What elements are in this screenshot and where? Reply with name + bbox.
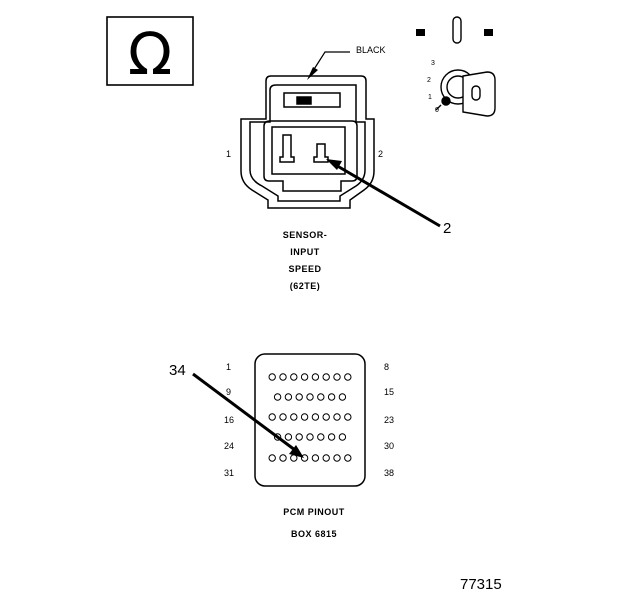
callout-2-arrow [333,162,441,228]
pcm-pin [317,393,325,401]
wire-color-label: BLACK [356,45,386,55]
pcm-caption-line-2: BOX 6815 [290,529,338,539]
wire-leader [310,51,350,75]
pcm-pin [327,393,336,401]
sensor-pin-1-label: 1 [226,149,232,159]
pcm-pin [317,433,325,441]
pcm-pin [273,393,282,401]
pcm-pin [344,373,352,381]
pcm-caption-line-1: PCM PINOUT [283,507,345,517]
ohmmeter-symbol: Ω [106,16,194,88]
pcm-pin [279,454,287,462]
pcm-pin [268,413,276,421]
pcm-row-3-start: 16 [224,415,235,425]
pcm-pin [338,433,347,441]
sensor-pin-2-label: 2 [378,149,384,159]
pcm-pin [284,433,293,441]
pcm-pin [333,454,341,462]
pcm-pin [322,454,330,462]
pcm-pin [290,413,298,421]
callout-34-label: 34 [169,362,186,379]
pcm-pin [300,413,309,421]
pcm-pin [344,413,352,421]
sensor-caption-line-3: SPEED [288,264,322,274]
pcm-pin [333,413,341,421]
sensor-connector [240,75,375,209]
pcm-connector [254,353,366,487]
pcm-row-5-start: 31 [224,468,235,478]
pcm-pin-grid [268,373,352,462]
pcm-pin [268,454,276,462]
pcm-pin [279,413,287,421]
key-position-3: 3 [431,60,435,67]
pcm-pin [268,373,276,381]
pcm-row-4-end: 30 [384,441,395,451]
ohm-icon: Ω [128,20,172,88]
pcm-pin [295,393,303,401]
sensor-caption-line-1: SENSOR- [282,230,328,240]
callout-34-arrowhead [289,445,304,458]
pcm-pin [311,413,320,421]
pcm-pin [295,433,303,441]
pcm-row-2-end: 15 [384,387,395,397]
pcm-row-4-start: 24 [224,441,235,451]
ignition-key-icon [416,16,496,117]
pcm-pin [322,373,330,381]
sensor-caption-line-4: (62TE) [289,281,321,291]
pcm-pin [322,413,330,421]
pcm-pin [300,454,309,462]
pcm-pin [306,433,314,441]
sensor-caption-line-2: INPUT [290,247,320,257]
pcm-pin [333,373,341,381]
pcm-pin [338,393,347,401]
pcm-pin [284,393,293,401]
pcm-pin [344,454,352,462]
pcm-row-1-start: 1 [226,362,232,372]
pcm-pin [290,373,298,381]
pcm-pin [273,433,282,441]
pcm-row-3-end: 23 [384,415,395,425]
pcm-pin [327,433,336,441]
pcm-pin [306,393,314,401]
callout-34-arrow [192,372,300,455]
pcm-row-5-end: 38 [384,468,395,478]
pcm-pin [300,373,309,381]
figure-number: 77315 [460,576,502,593]
pcm-row-2-start: 9 [226,387,232,397]
callout-2-label: 2 [443,220,452,237]
pcm-pin [279,373,287,381]
pcm-pin [311,373,320,381]
wire-arrowhead [307,67,318,80]
key-position-0: 0 [435,107,439,114]
callout-2-arrowhead [326,159,342,170]
key-position-2: 2 [427,77,431,84]
pcm-pin [311,454,320,462]
key-position-1: 1 [428,94,432,101]
pcm-row-1-end: 8 [384,362,390,372]
